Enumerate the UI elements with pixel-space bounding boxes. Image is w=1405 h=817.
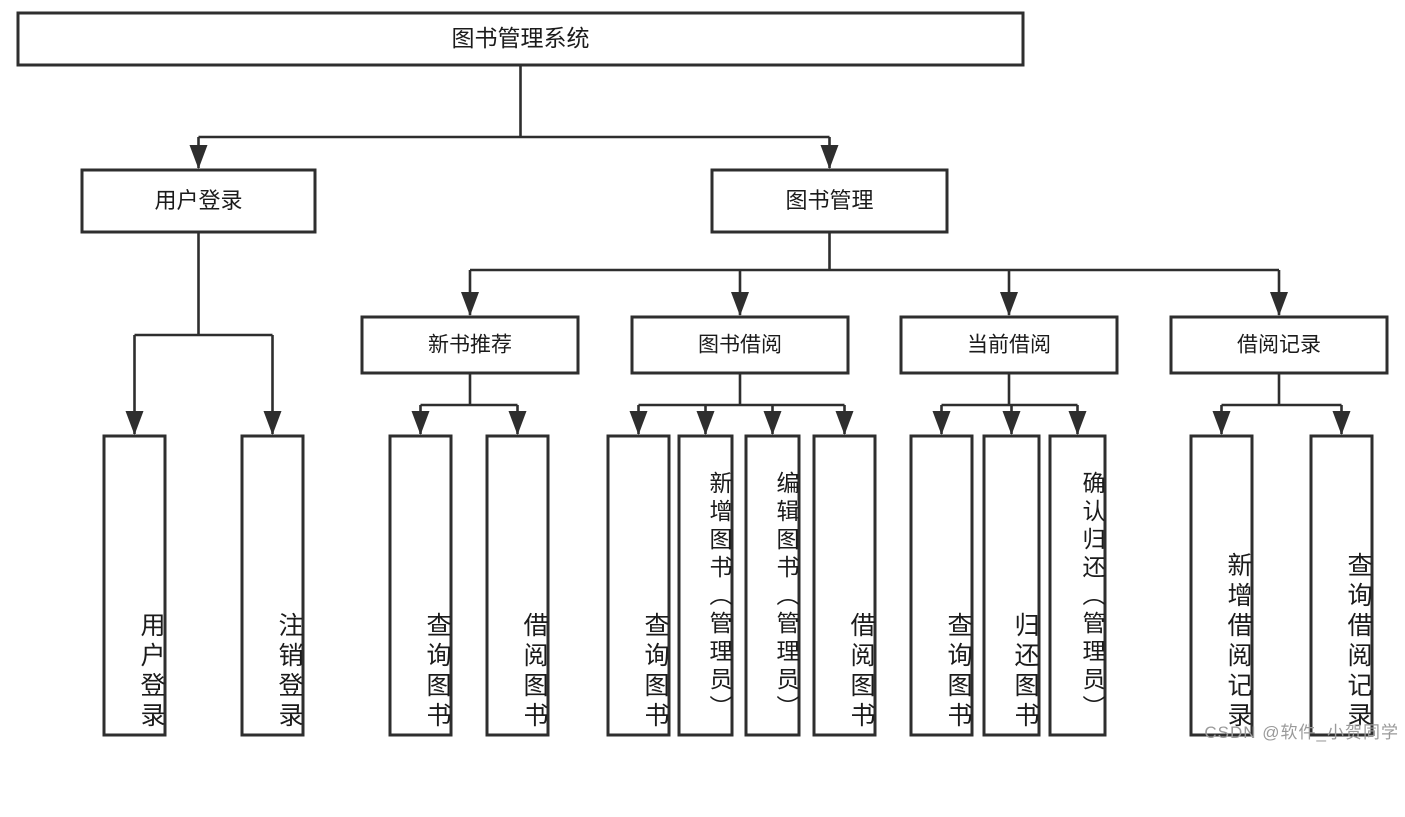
node-rect-leaf-borrow-book-2 [812,434,877,737]
node-leaf-add-book[interactable] [677,434,734,737]
node-rect-current-borrow [899,315,1119,375]
node-boxes [16,11,1389,737]
node-rect-leaf-query-book-1 [388,434,453,737]
node-leaf-borrow-book-2[interactable] [812,434,877,737]
node-rect-user-login [80,168,317,234]
node-leaf-return-book[interactable] [982,434,1041,737]
node-rect-leaf-confirm-return [1048,434,1107,737]
node-leaf-query-book-1[interactable] [388,434,453,737]
node-book-borrow[interactable] [630,315,850,375]
node-rect-book-borrow [630,315,850,375]
node-rect-leaf-query-book-2 [606,434,671,737]
node-rect-book-manage [710,168,949,234]
node-root[interactable] [16,11,1025,67]
node-rect-leaf-logout [240,434,305,737]
node-rect-root [16,11,1025,67]
node-rect-leaf-borrow-book-1 [485,434,550,737]
node-leaf-query-book-2[interactable] [606,434,671,737]
diagram-canvas: 图书管理系统用户登录图书管理新书推荐图书借阅当前借阅借阅记录 用户登录注销登录查… [16,11,1399,742]
node-leaf-borrow-book-1[interactable] [485,434,550,737]
node-label-current-borrow: 当前借阅 [967,334,1051,357]
node-leaf-add-record[interactable] [1189,434,1254,737]
node-leaf-query-book-3[interactable] [909,434,974,737]
node-user-login[interactable] [80,168,317,234]
node-rect-leaf-query-book-3 [909,434,974,737]
connector-links [125,65,1351,435]
node-leaf-logout[interactable] [240,434,305,737]
node-new-book-rec[interactable] [360,315,580,375]
node-rect-leaf-add-record [1189,434,1254,737]
node-label-root: 图书管理系统 [452,25,590,51]
node-label-book-manage: 图书管理 [785,188,873,213]
node-book-manage[interactable] [710,168,949,234]
node-leaf-confirm-return[interactable] [1048,434,1107,737]
node-leaf-user-login[interactable] [102,434,167,737]
node-leaf-edit-book[interactable] [744,434,801,737]
node-label-user-login: 用户登录 [154,188,242,213]
node-label-new-book-rec: 新书推荐 [428,334,512,357]
node-label-borrow-record: 借阅记录 [1237,334,1321,357]
node-rect-borrow-record [1169,315,1389,375]
node-rect-leaf-add-book [677,434,734,737]
node-rect-leaf-query-record [1309,434,1374,737]
watermark-text: CSDN @软件_小贺同学 [1204,723,1399,742]
node-rect-leaf-edit-book [744,434,801,737]
node-current-borrow[interactable] [899,315,1119,375]
node-rect-leaf-user-login [102,434,167,737]
node-leaf-query-record[interactable] [1309,434,1374,737]
node-rect-leaf-return-book [982,434,1041,737]
node-label-book-borrow: 图书借阅 [698,334,782,357]
node-borrow-record[interactable] [1169,315,1389,375]
node-rect-new-book-rec [360,315,580,375]
